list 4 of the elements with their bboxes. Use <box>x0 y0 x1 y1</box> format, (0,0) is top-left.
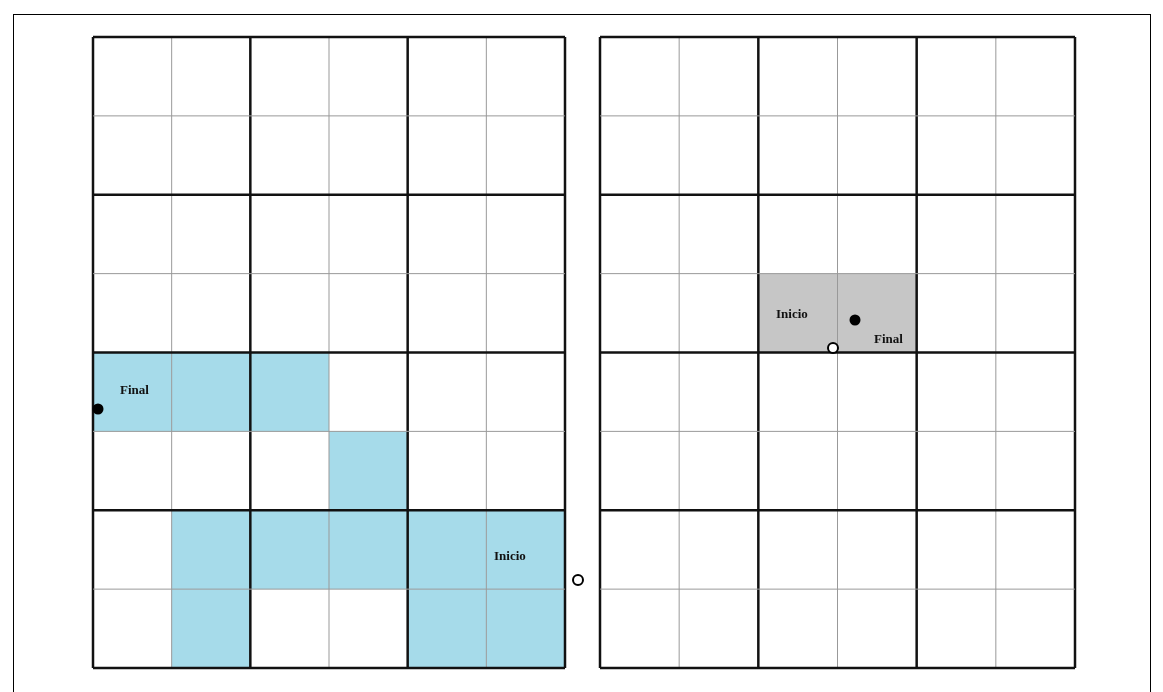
cell-label: Final <box>874 332 903 345</box>
cell-label: Inicio <box>494 549 526 562</box>
cell-label: Final <box>120 383 149 396</box>
cell-label: Inicio <box>776 307 808 320</box>
